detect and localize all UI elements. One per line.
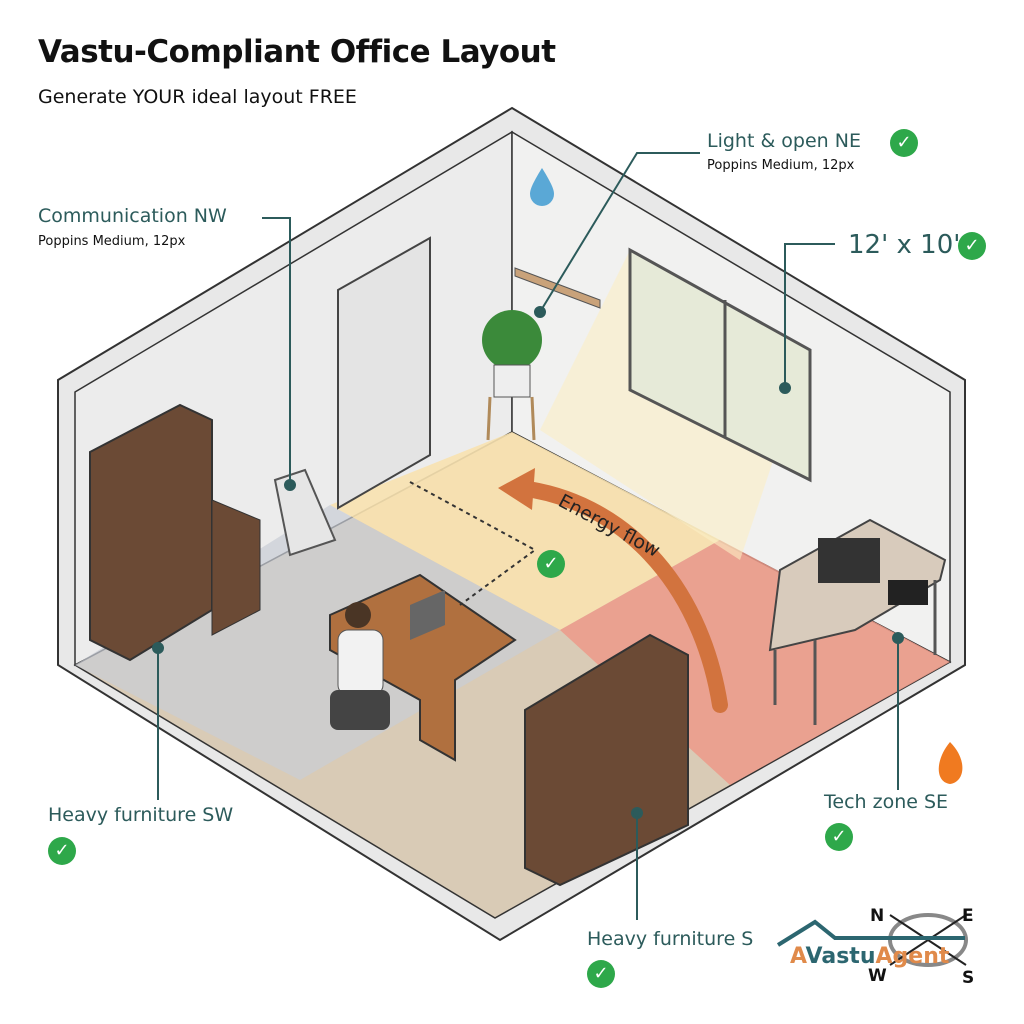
nw-zone <box>75 505 560 780</box>
check-circle-icon: ✓ <box>587 960 615 988</box>
compass-w: W <box>868 966 887 986</box>
chair <box>273 468 337 557</box>
vastu-agent-logo: AVastuAgent <box>790 944 950 969</box>
check-circle-icon: ✓ <box>825 823 853 851</box>
wall-shelf <box>514 267 601 309</box>
se-zone <box>560 540 950 785</box>
bookcase <box>89 403 213 662</box>
logo-text-agent: Agent <box>875 944 950 969</box>
person <box>345 602 371 628</box>
door <box>337 236 431 510</box>
sw-label: Heavy furniture SW <box>48 804 234 826</box>
check-circle-icon: ✓ <box>48 837 76 865</box>
logo-text-vastu: Vastu <box>805 944 876 969</box>
page-title: Vastu-Compliant Office Layout <box>38 34 556 70</box>
laptop <box>410 590 445 640</box>
router <box>888 580 928 605</box>
check-circle-icon: ✓ <box>890 129 918 157</box>
window <box>628 247 812 483</box>
printer <box>818 538 880 583</box>
dimensions-label: 12' x 10' <box>848 230 961 260</box>
compass-n: N <box>870 906 885 926</box>
nw-font-note: Poppins Medium, 12px <box>38 234 186 249</box>
ne-font-note: Poppins Medium, 12px <box>707 158 855 173</box>
se-label: Tech zone SE <box>824 791 949 813</box>
ne-label: Light & open NE <box>707 130 861 152</box>
logo-house <box>776 919 965 947</box>
compass-e: E <box>962 906 974 926</box>
water-drop-icon <box>530 168 554 206</box>
s-label: Heavy furniture S <box>587 928 754 950</box>
fire-icon <box>938 742 963 784</box>
ne-zone <box>330 432 720 630</box>
energy-flow-arrow <box>512 480 728 713</box>
check-circle-icon: ✓ <box>537 550 565 578</box>
nw-label: Communication NW <box>38 205 227 227</box>
page-subtitle: Generate YOUR ideal layout FREE <box>38 86 357 108</box>
check-circle-icon: ✓ <box>958 232 986 260</box>
compass-s: S <box>962 968 975 988</box>
plant <box>482 310 542 370</box>
tech-desk <box>768 518 947 652</box>
heavy-cabinet <box>524 633 689 887</box>
